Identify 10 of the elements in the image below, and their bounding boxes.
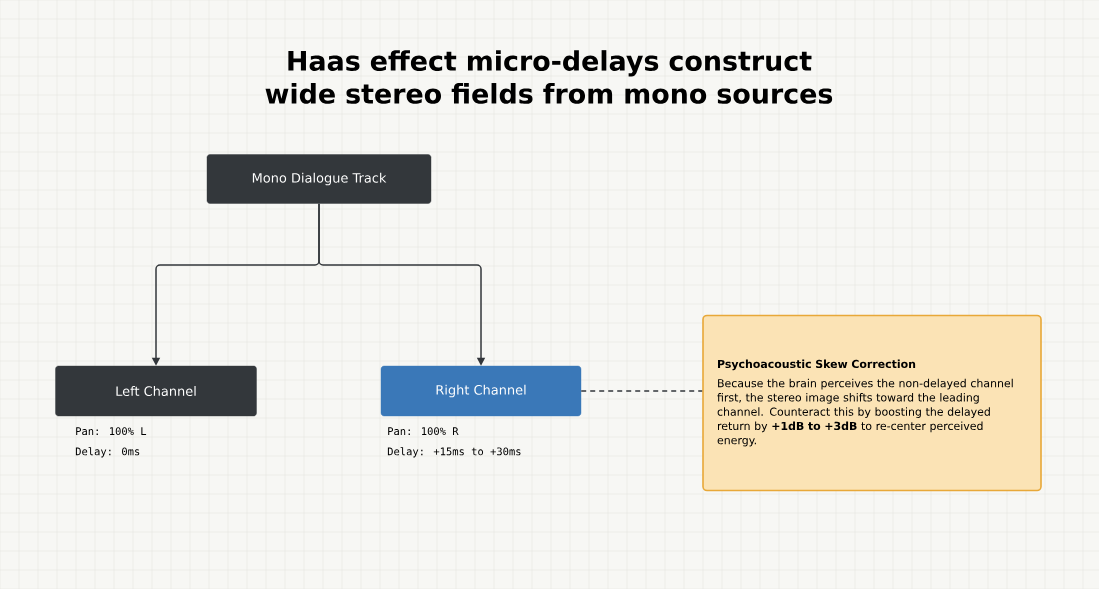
- note-box: Psychoacoustic Skew Correction Because the brain perceives the non-delayed channel first, the stereo image shifts toward the leading channel. Counteract this by boosting the delayed return by +1dB to +3dB to re-center perceived energy.: [702, 314, 1042, 492]
- note-text: Pan: 100% L: [76, 427, 147, 436]
- process-box: Left Channel: [55, 365, 257, 417]
- process-box: Right Channel: [380, 365, 582, 417]
- process-box: Mono Dialogue Track: [206, 154, 432, 204]
- title: Haas effect micro-delays construct wide stereo fields from mono sources: [265, 50, 833, 104]
- note-text: Delay: 0ms: [75, 447, 140, 458]
- connector-line: [580, 390, 703, 392]
- note-text: Delay: +15ms to +30ms: [387, 447, 521, 458]
- note-text: Pan: 100% R: [388, 427, 459, 436]
